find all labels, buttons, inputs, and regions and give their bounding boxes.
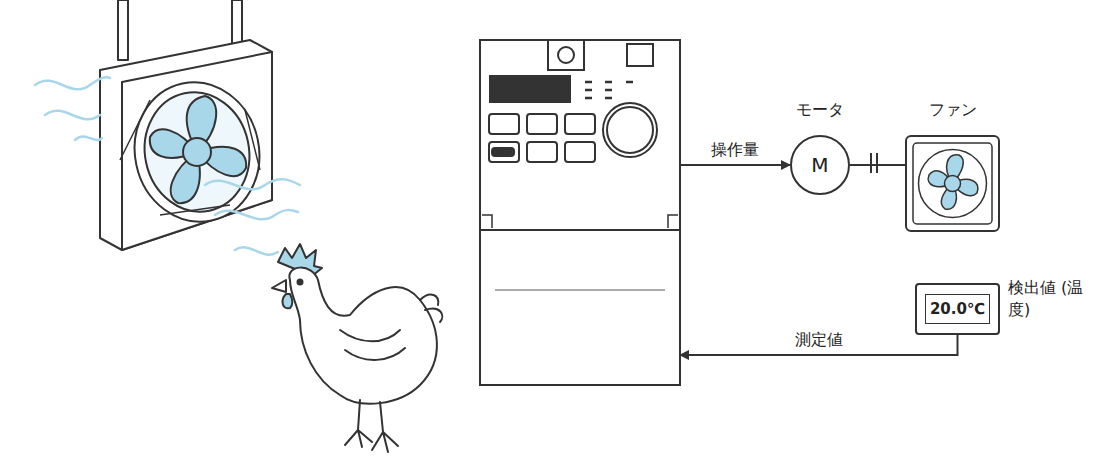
motor-node: モータ M [790, 100, 850, 195]
fan-label: ファン [929, 100, 977, 119]
motor-circle: M [790, 135, 850, 195]
signal-arrow [850, 164, 905, 166]
sensor-label: 検出値 (温度) [1008, 277, 1088, 320]
inverter-body [480, 40, 680, 385]
sensor-screen: 20.0℃ [925, 294, 990, 324]
edge-label: 操作量 [709, 140, 761, 159]
shaft-coupling [871, 153, 877, 173]
sensor-node: 20.0℃検出値 (温度) [915, 283, 1105, 338]
fan-box [905, 135, 1000, 232]
chicken [272, 244, 442, 452]
fan-icon [907, 137, 998, 230]
fan-node: ファン [905, 100, 1000, 232]
temperature-value: 20.0℃ [930, 300, 985, 318]
inverter-unit [480, 40, 680, 385]
sensor-display: 20.0℃ [915, 283, 1000, 335]
motor-symbol: M [811, 153, 828, 177]
signal-arrow [680, 164, 790, 166]
edge-label: 測定値 [793, 330, 845, 349]
motor-label: モータ [796, 100, 844, 119]
fan-illustration [100, 0, 272, 250]
air-flow [35, 77, 300, 254]
